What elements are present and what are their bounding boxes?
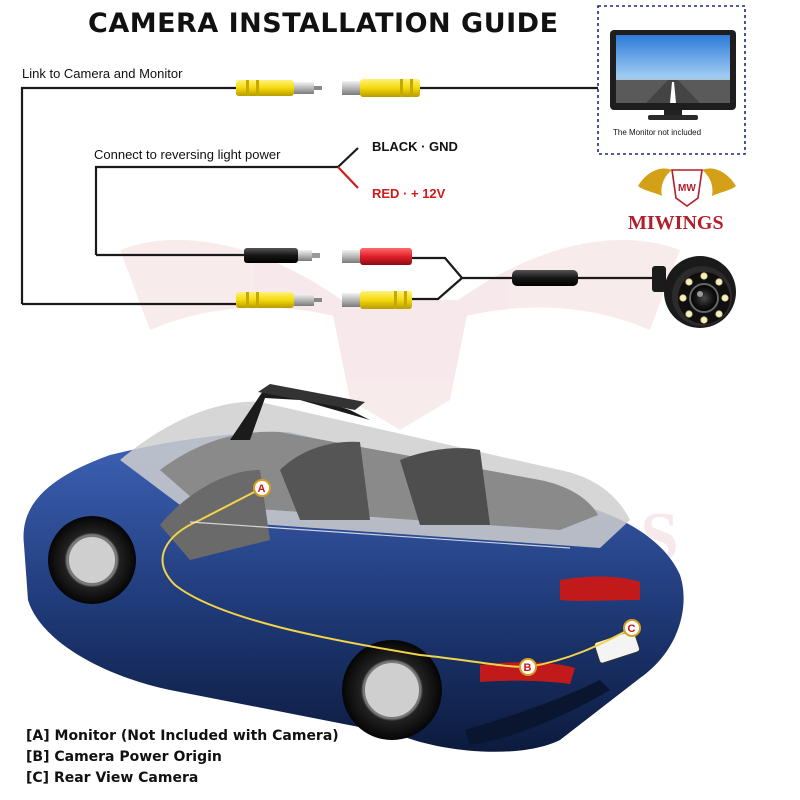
wiring [20, 86, 656, 306]
logo-monogram: MW [678, 183, 696, 194]
marker-a: A [253, 479, 271, 497]
yellow-to-junction [412, 277, 463, 301]
rca-yellow-male-top [236, 80, 322, 96]
power-cable [94, 165, 338, 255]
rca-yellow-female-bottom [342, 291, 412, 309]
marker-b: B [519, 658, 537, 676]
marker-c: C [623, 619, 641, 637]
black-power-plug [244, 248, 320, 263]
video-cable-top [20, 86, 236, 304]
monitor-icon [610, 30, 736, 120]
red-12v-lead [337, 166, 359, 189]
legend-item-c: [C] Rear View Camera [26, 770, 199, 786]
installation-route-line [161, 487, 633, 669]
car-illustration [23, 384, 684, 752]
legend-item-a: [A] Monitor (Not Included with Camera) [26, 728, 339, 744]
rca-yellow-male-bottom [236, 292, 322, 308]
miwings-wings-logo: MW [638, 168, 736, 207]
cable-junction-box [512, 270, 578, 286]
legend-item-b: [B] Camera Power Origin [26, 749, 222, 765]
svg-text:A: A [258, 483, 266, 495]
legend: [A] Monitor (Not Included with Camera) [… [26, 726, 339, 789]
label-link-camera-monitor: Link to Camera and Monitor [22, 66, 183, 81]
red-to-junction [412, 256, 512, 280]
red-power-socket [342, 248, 412, 265]
svg-text:B: B [524, 662, 532, 674]
rear-view-camera-icon [652, 256, 736, 328]
black-gnd-lead [337, 147, 359, 168]
page-title: CAMERA INSTALLATION GUIDE [88, 8, 559, 39]
rca-yellow-female-top [342, 79, 420, 97]
brand-name: MIWINGS [628, 212, 724, 234]
label-reversing-light-power: Connect to reversing light power [94, 147, 281, 162]
label-red-12v: RED · + 12V [372, 186, 446, 201]
svg-text:C: C [628, 623, 636, 635]
monitor-frame [597, 5, 746, 155]
label-black-gnd: BLACK · GND [372, 139, 458, 154]
monitor-not-included-note: The Monitor not included [613, 128, 702, 137]
